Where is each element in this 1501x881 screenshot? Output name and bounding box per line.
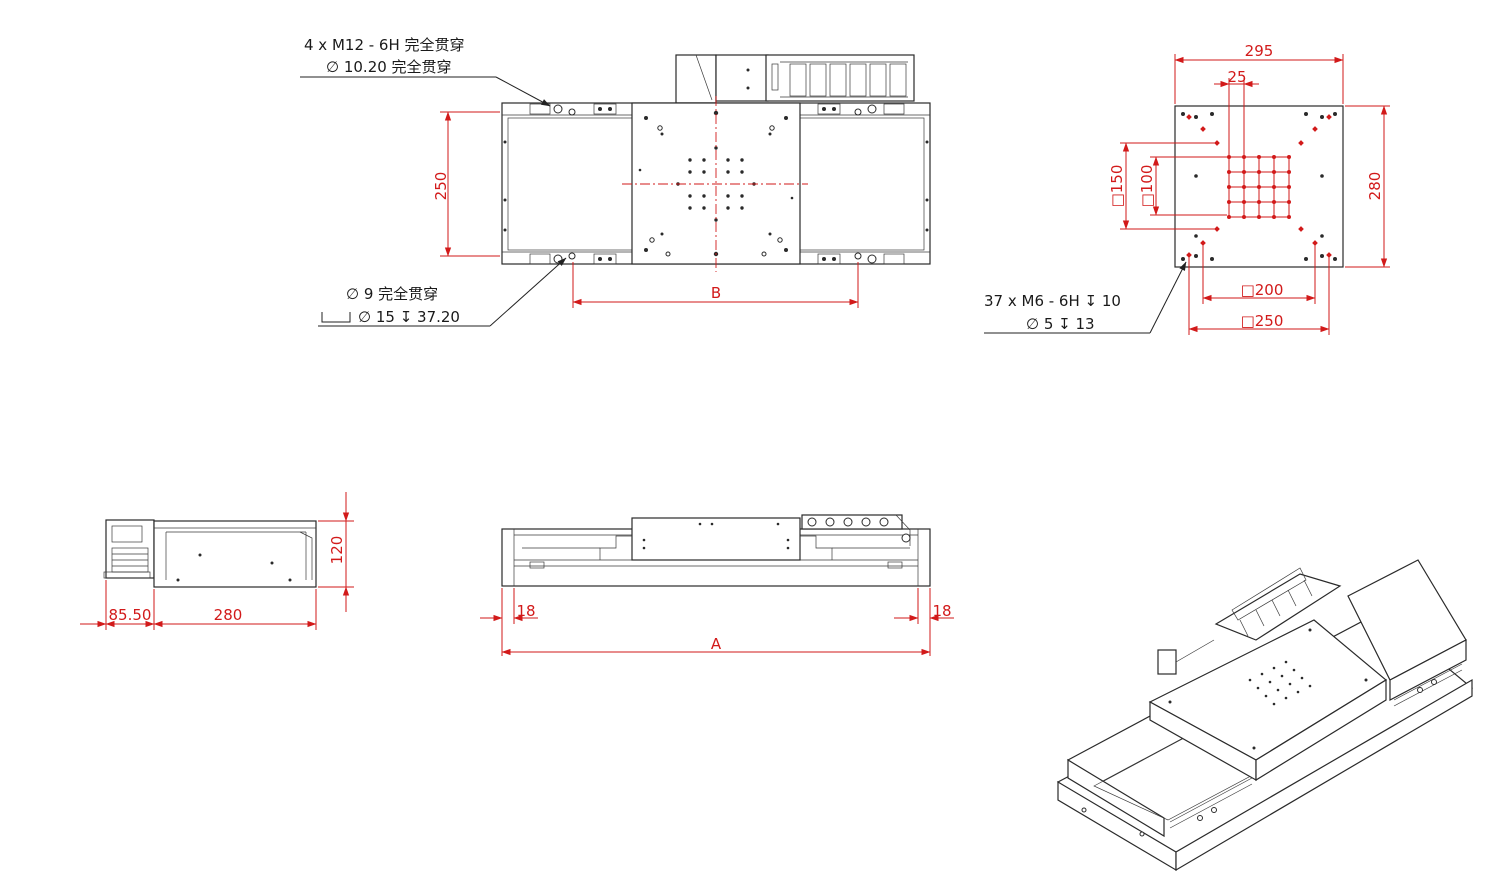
carriage-view: 295 25 280 □150 □100 □200 □250 37 x	[984, 42, 1390, 335]
carriage-dim-sq150: □150	[1108, 165, 1126, 208]
top-view: 250 B 4 x M12 - 6H 完全贯穿 ∅ 10.20 完全贯穿 4 x…	[300, 36, 931, 327]
side-view: 120 85.50 280	[80, 492, 354, 630]
front-cable-chain	[801, 514, 911, 546]
iso-cable-chain	[1157, 567, 1342, 675]
carriage-pattern-holes	[1186, 114, 1332, 258]
callout-m6-drill: ∅ 5 ↧ 13	[1026, 315, 1095, 333]
callout-m12-drill: ∅ 10.20 完全贯穿	[326, 58, 452, 76]
carriage-grid-holes	[1227, 155, 1291, 219]
top-carriage-holes	[638, 110, 794, 257]
isometric-view	[1056, 559, 1474, 872]
top-dim-b: B	[711, 284, 721, 302]
front-dim-left: 18	[516, 602, 535, 620]
top-cable-chain	[675, 54, 915, 104]
callout-d9-through: ∅ 9 完全贯穿	[346, 285, 438, 303]
front-carriage	[631, 517, 801, 561]
front-view: 18 18 A	[480, 514, 954, 656]
carriage-dim-sq250: □250	[1241, 312, 1284, 330]
callout-m12-thread: 4 x M12 - 6H 完全贯穿	[304, 36, 465, 54]
carriage-dim-sq100: □100	[1138, 165, 1156, 208]
front-dim-a: A	[711, 635, 722, 653]
side-dim-width: 280	[214, 606, 243, 624]
side-body	[153, 520, 317, 588]
carriage-dim-height: 280	[1366, 172, 1384, 201]
iso-carriage-holes	[1168, 628, 1368, 750]
top-mount-holes	[529, 103, 905, 265]
carriage-dim-width: 295	[1245, 42, 1274, 60]
carriage-dim-pitch: 25	[1227, 68, 1246, 86]
side-dim-offset: 85.50	[109, 606, 152, 624]
callout-cbore-depth: ∅ 15 ↧ 37.20	[358, 308, 460, 326]
counterbore-icon	[321, 312, 351, 323]
side-dim-height: 120	[328, 536, 346, 565]
callout-m6-thread: 37 x M6 - 6H ↧ 10	[984, 292, 1121, 310]
carriage-dim-sq200: □200	[1241, 281, 1284, 299]
front-dim-right: 18	[932, 602, 951, 620]
side-cable-chain	[103, 519, 155, 579]
top-dim-height: 250	[432, 172, 450, 201]
